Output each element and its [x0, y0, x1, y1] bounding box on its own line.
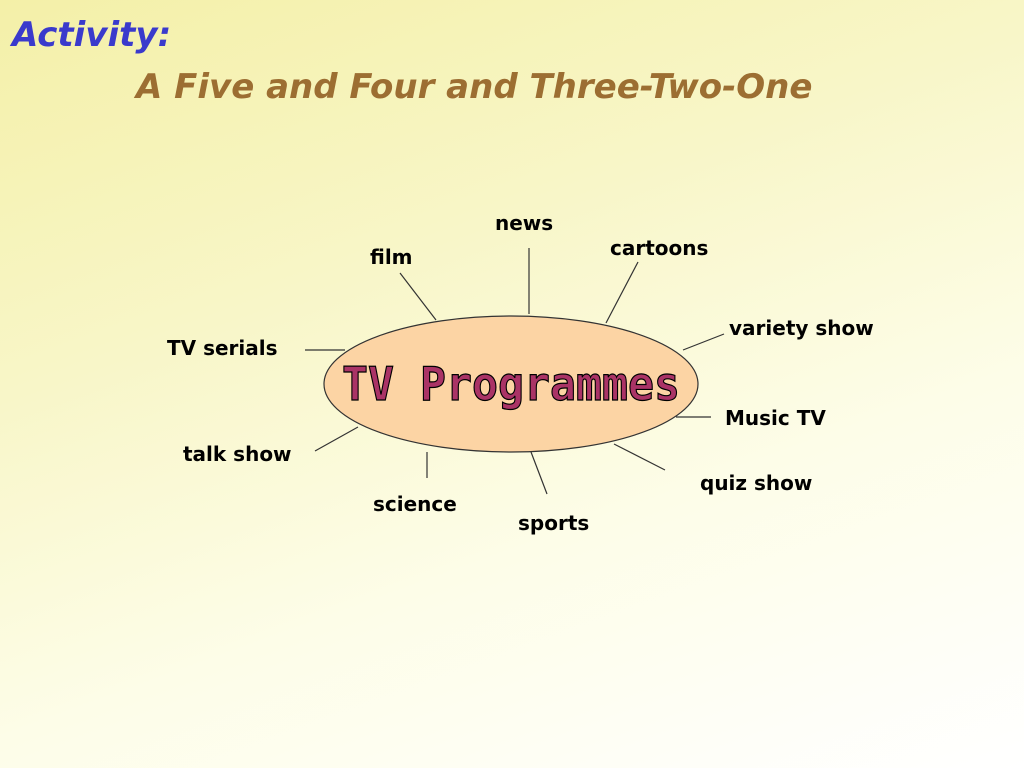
node-talk-show: talk show: [183, 442, 292, 466]
connector-film: [399, 272, 437, 321]
node-music-tv: Music TV: [725, 406, 826, 430]
connector-sports: [530, 451, 548, 495]
node-quiz-show: quiz show: [700, 471, 813, 495]
node-tv-serials: TV serials: [167, 336, 278, 360]
connector-variety-show: [682, 333, 725, 351]
node-news: news: [495, 211, 554, 235]
activity-title: Activity:: [12, 15, 172, 55]
center-ellipse: [323, 315, 699, 453]
node-science: science: [373, 492, 457, 516]
node-sports: sports: [518, 511, 590, 535]
node-variety-show: variety show: [729, 316, 874, 340]
center-label: TV Programmes: [342, 357, 680, 411]
activity-subtitle: A Five and Four and Three-Two-One: [136, 67, 813, 107]
node-film: film: [370, 245, 413, 269]
connector-talk-show: [314, 426, 359, 452]
node-cartoons: cartoons: [610, 236, 709, 260]
connector-quiz-show: [613, 443, 666, 471]
connector-cartoons: [605, 261, 639, 324]
